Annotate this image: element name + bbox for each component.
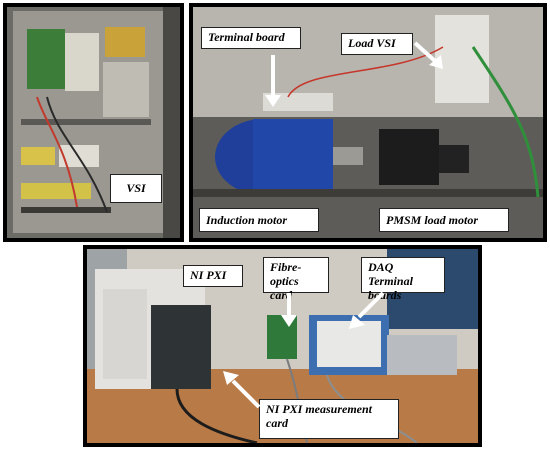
label-ni-pxi-measurement-card: NI PXI measurement card <box>259 399 399 439</box>
label-daq-terminal-boards: DAQ Terminal boards <box>361 257 445 302</box>
label-vsi: VSI <box>110 174 162 203</box>
label-ni-pxi: NI PXI <box>183 265 243 287</box>
label-load-vsi: Load VSI <box>341 33 413 55</box>
label-pmsm-load-motor: PMSM load motor <box>379 208 509 232</box>
label-terminal-board: Terminal board <box>201 27 301 49</box>
label-fibre-optics-card: Fibre-optics card <box>263 257 329 302</box>
pxi-daq-photo-panel: NI PXI Fibre-optics card DAQ Terminal bo… <box>83 245 482 447</box>
vsi-cabinet-photo <box>7 7 180 238</box>
label-induction-motor: Induction motor <box>199 208 319 232</box>
motor-rig-photo-panel: Terminal board Load VSI Induction motor … <box>189 3 547 242</box>
vsi-photo-panel: VSI <box>3 3 184 242</box>
